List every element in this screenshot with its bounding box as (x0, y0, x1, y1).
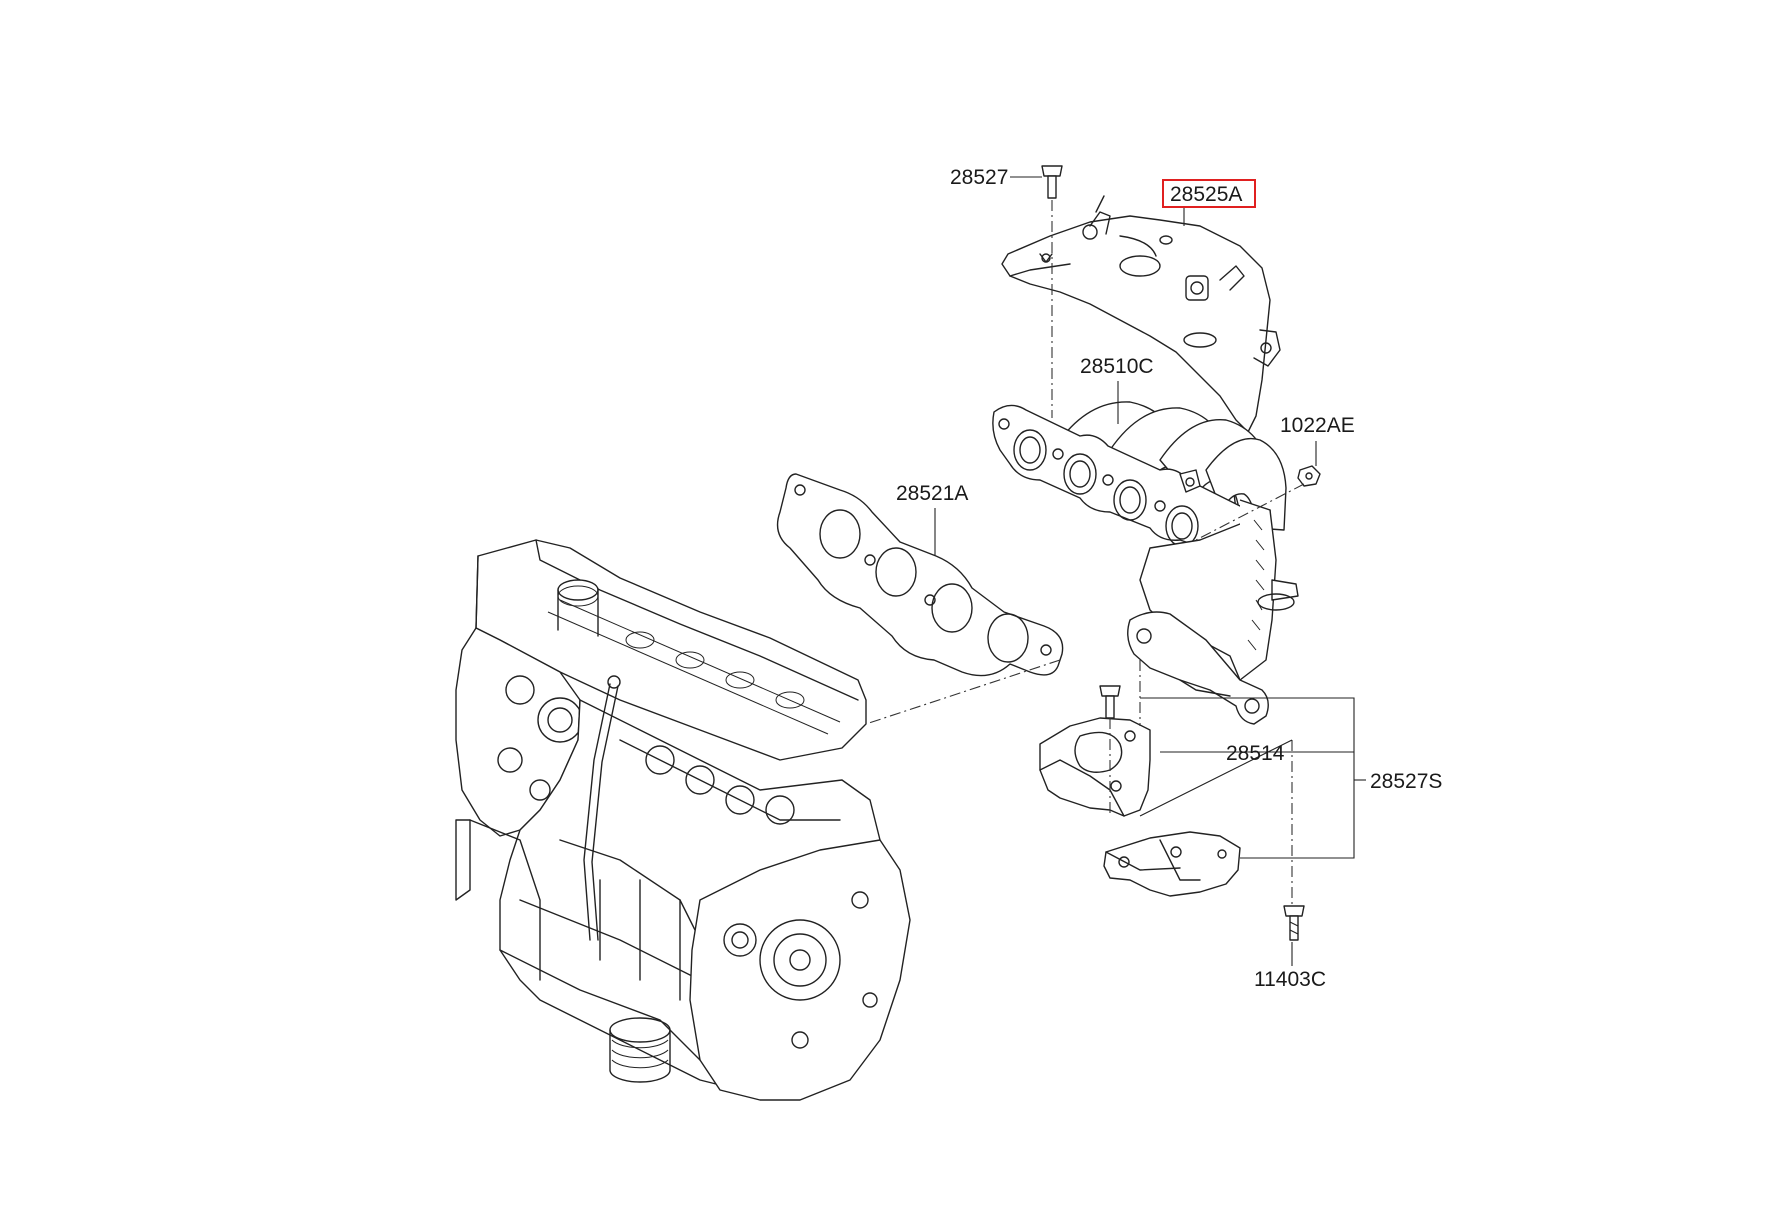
heat-shield-28525A-drawing (1001, 195, 1281, 433)
gasket-28521A-drawing (776, 473, 1064, 677)
label-28510C[interactable]: 28510C (1080, 355, 1154, 378)
bolt-28527-drawing (1041, 165, 1063, 199)
label-28521A[interactable]: 28521A (896, 482, 968, 505)
label-28514[interactable]: 28514 (1226, 742, 1285, 765)
bolt-bracket-upper-drawing (1099, 685, 1121, 719)
highlight-box-28525A (1162, 179, 1256, 208)
bracket-28514-drawing (1039, 717, 1151, 817)
engine-block-drawing (455, 539, 911, 1101)
label-28525A[interactable]: 28525A (1170, 183, 1242, 206)
label-11403C[interactable]: 11403C (1254, 968, 1326, 991)
label-1022AE[interactable]: 1022AE (1280, 414, 1355, 437)
exhaust-manifold-28510C-drawing (992, 401, 1299, 725)
label-28527S[interactable]: 28527S (1370, 770, 1442, 793)
part-labels: 28527 28525A 28510C 1022AE 28521A 28514 … (896, 166, 1442, 991)
leader-lines (934, 176, 1366, 966)
lower-bracket-drawing (1103, 831, 1241, 897)
label-28527[interactable]: 28527 (950, 166, 1008, 189)
bolt-11403C-drawing (1283, 905, 1305, 941)
nut-1022AE-drawing (1297, 465, 1321, 487)
alignment-lines (865, 200, 1305, 906)
